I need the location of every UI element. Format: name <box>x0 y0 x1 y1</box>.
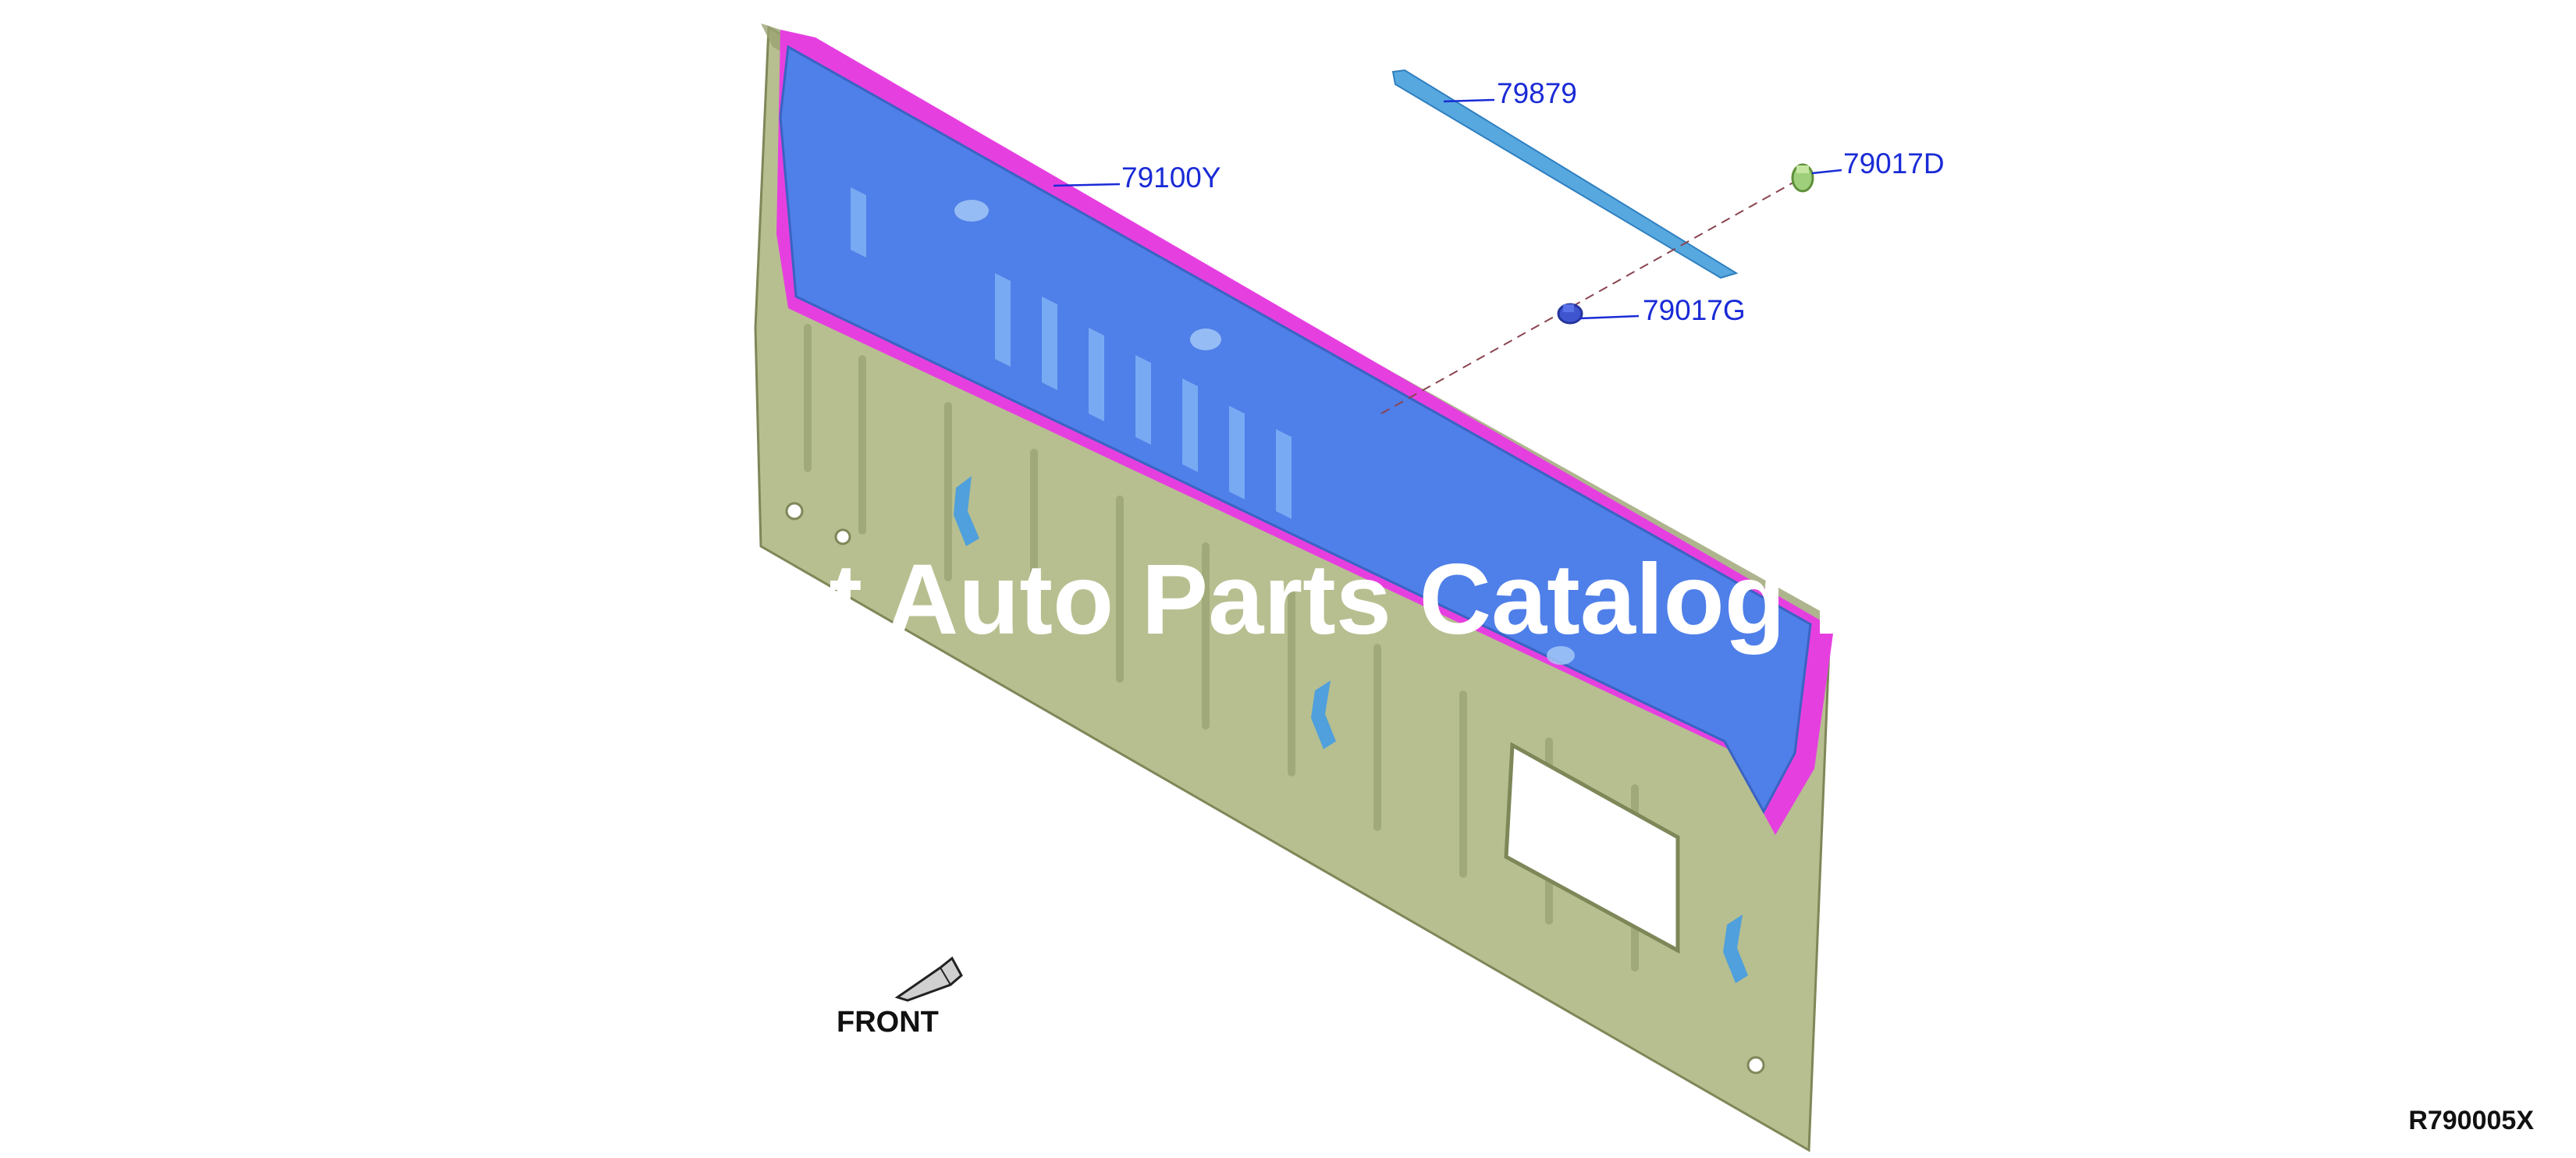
clip-79017G <box>1557 303 1583 325</box>
strip-79879 <box>1391 69 1739 279</box>
callout-79879[interactable]: 79879 <box>1497 77 1577 109</box>
assembly-line <box>1380 179 1800 414</box>
callout-79017G[interactable]: 79017G <box>1643 294 1746 326</box>
clip-79017D <box>1791 163 1814 193</box>
callout-79100Y[interactable]: 79100Y <box>1121 162 1221 194</box>
diagram-code: R790005X <box>2408 1106 2534 1135</box>
reinforcement-ribs <box>851 187 1292 519</box>
watermark: st Auto Parts Catalog P <box>773 544 1880 655</box>
front-label: FRONT <box>837 1006 939 1039</box>
panel-opening <box>1504 741 1680 954</box>
callout-79017D[interactable]: 79017D <box>1843 147 1945 179</box>
front-arrow-icon <box>894 956 963 1002</box>
panel-brackets <box>954 476 1748 983</box>
upper-reinforcement <box>776 30 1834 835</box>
